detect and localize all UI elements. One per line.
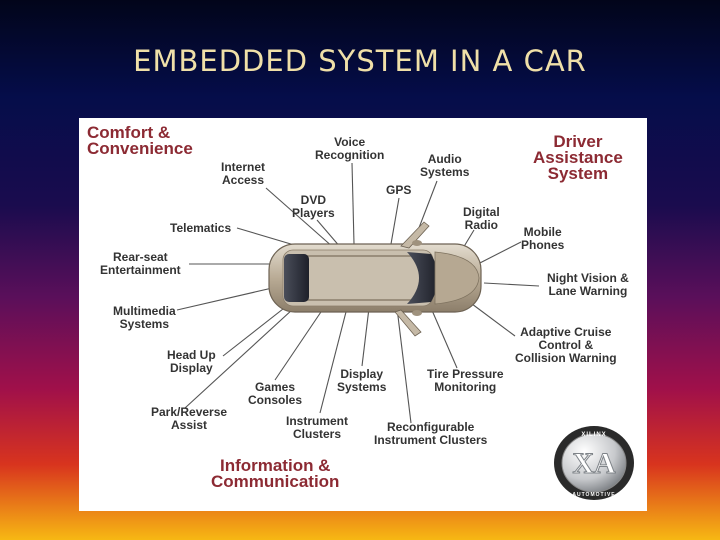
label-night-vision: Night Vision &Lane Warning [547, 271, 629, 298]
slide-title: EMBEDDED SYSTEM IN A CAR [133, 44, 587, 78]
logo-mark-text: XA [572, 447, 616, 480]
car-diagram [176, 162, 540, 424]
category-comfort-convenience: Comfort &Convenience [87, 123, 193, 158]
logo-sub-text: AUTOMOTIVE [572, 492, 615, 498]
logo-brand-text: XILINX [581, 432, 606, 438]
label-telematics: Telematics [170, 221, 232, 235]
label-gps: GPS [386, 183, 412, 197]
car-image [268, 221, 482, 337]
xilinx-automotive-logo: XILINX XA AUTOMOTIVE [554, 426, 634, 500]
category-information-communication: Information &Communication [211, 456, 340, 491]
